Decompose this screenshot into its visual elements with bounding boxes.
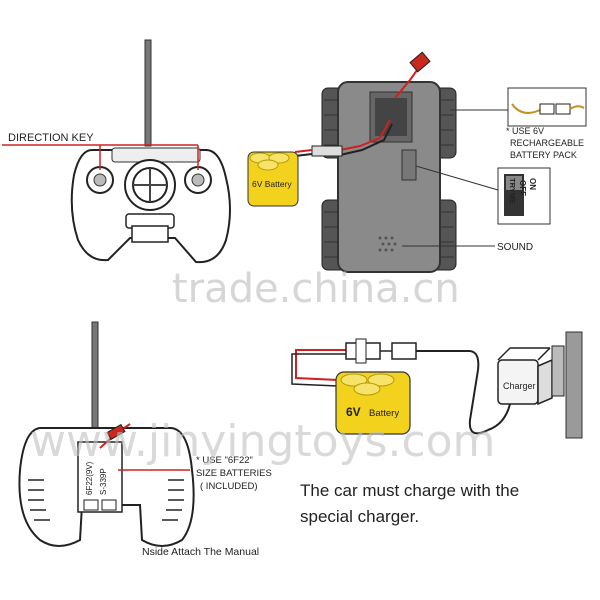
use-6f22-label-2: SIZE BATTERIES [196,468,272,479]
remote-control-bottom: 6F22(9V) S-339P * USE "6F22" SIZE BATTER… [18,321,272,558]
use-6f22-label-3: ( INCLUDED) [200,481,258,492]
switch-off-label: OFF [518,180,527,196]
battery-top-label: 6V Battery [252,179,292,189]
charger-label: Charger [503,381,536,391]
top-connector [409,51,431,73]
remote-battery-clip [106,423,126,441]
charge-note-line-1: The car must charge with the [300,481,519,500]
remote-battery-door [131,225,169,243]
battery-pack-note-2: RECHARGEABLE [510,138,584,148]
battery-connector [311,145,343,157]
direction-key-label: DIRECTION KEY [8,132,94,144]
trade-watermark: trade.china.cn [172,266,460,312]
battery-pack-inset: * USE 6V RECHARGEABLE BATTERY PACK [450,87,587,160]
switch-on-label: ON [528,178,537,190]
remote-battery-label-1: 6F22(9V) [85,461,94,495]
car-body [337,81,441,273]
jinying-watermark: www.jinyingtoys.com [30,416,495,467]
car-underside [294,51,457,273]
speaker-grille [378,236,397,252]
switch-tryme-label: TRYME [508,178,517,204]
use-6f22-label-1: * USE "6F22" [196,455,253,466]
charger-cable [416,350,489,435]
remote-control-top: DIRECTION KEY [2,39,231,264]
wall-outlet [565,331,583,439]
inside-manual-label: Nside Attach The Manual [142,546,259,558]
sound-label: SOUND [497,242,533,253]
antenna [144,39,152,147]
battery-pack-note-3: BATTERY PACK [510,150,577,160]
battery-pack-note-1: * USE 6V [506,126,544,136]
body-switch [401,149,417,181]
battery-bottom-word: Battery [369,408,399,419]
red-wire [295,349,346,381]
battery-pack-top: 6V Battery [247,151,299,207]
left-direction-button-center [93,173,107,187]
charger-diagram: Charger 6V Battery The car must charge w… [291,331,583,526]
right-direction-button-center [191,173,205,187]
battery-bottom-6v: 6V [346,405,361,419]
connector-right [391,342,417,360]
battery-compartment-inner [375,98,407,136]
remote-battery-label-2: S-339P [99,468,108,495]
switch-inset: ON OFF TRYME [415,165,551,225]
charge-note-line-2: special charger. [300,507,419,526]
